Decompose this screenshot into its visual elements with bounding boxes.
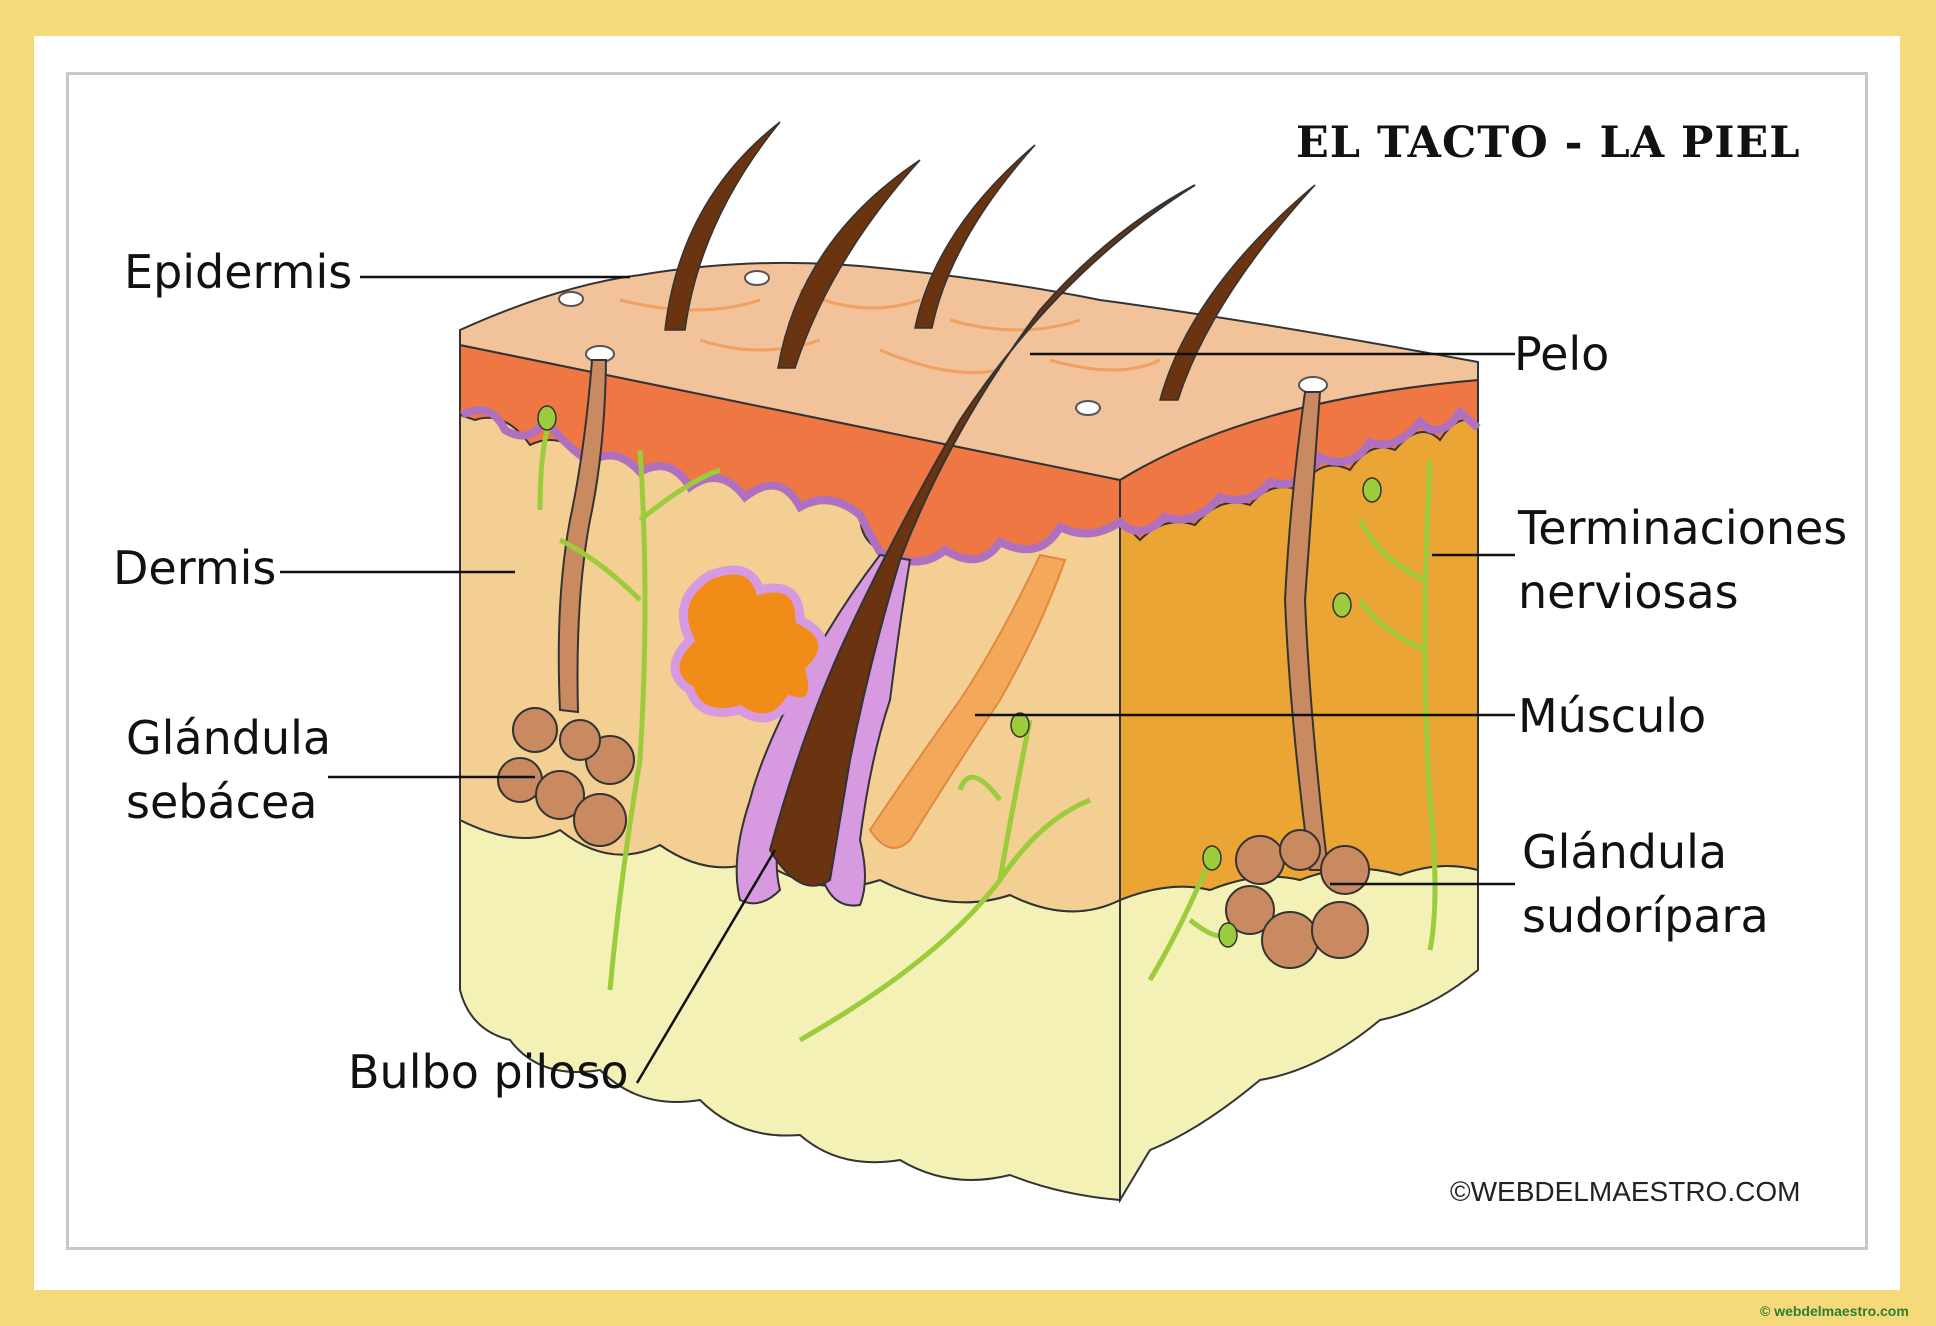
surface-hairs xyxy=(664,121,1316,401)
credit-link[interactable]: © webdelmaestro.com xyxy=(1760,1303,1909,1319)
left-gland-duct xyxy=(557,359,608,714)
label-nerve-endings: Terminaciones nerviosas xyxy=(1518,501,1848,619)
label-muscle: Músculo xyxy=(1518,689,1707,743)
label-sweat-gland: Glándula sudorípara xyxy=(1522,825,1769,943)
nerve-endings xyxy=(537,419,1438,1043)
label-hair-bulb: Bulbo piloso xyxy=(348,1045,629,1099)
skin-texture-lines xyxy=(619,288,1161,374)
nerve-bulbs xyxy=(537,405,1382,948)
copyright-notice: ©WEBDELMAESTRO.COM xyxy=(1450,1176,1801,1207)
label-hair: Pelo xyxy=(1514,327,1610,381)
label-dermis: Dermis xyxy=(113,541,277,595)
right-coiled-gland xyxy=(1225,829,1370,969)
skin-pores xyxy=(558,270,1328,416)
label-pointer-lines xyxy=(280,275,1515,1084)
left-coiled-gland xyxy=(497,707,635,847)
label-epidermis: Epidermis xyxy=(124,245,353,299)
arrector-muscle xyxy=(868,553,1067,849)
sebaceous-gland-shape xyxy=(670,565,828,723)
hair-shaft xyxy=(768,184,1196,887)
poster-title: EL TACTO - LA PIEL xyxy=(1296,118,1801,168)
label-sebaceous-gland: Glándula sebácea xyxy=(126,711,332,829)
